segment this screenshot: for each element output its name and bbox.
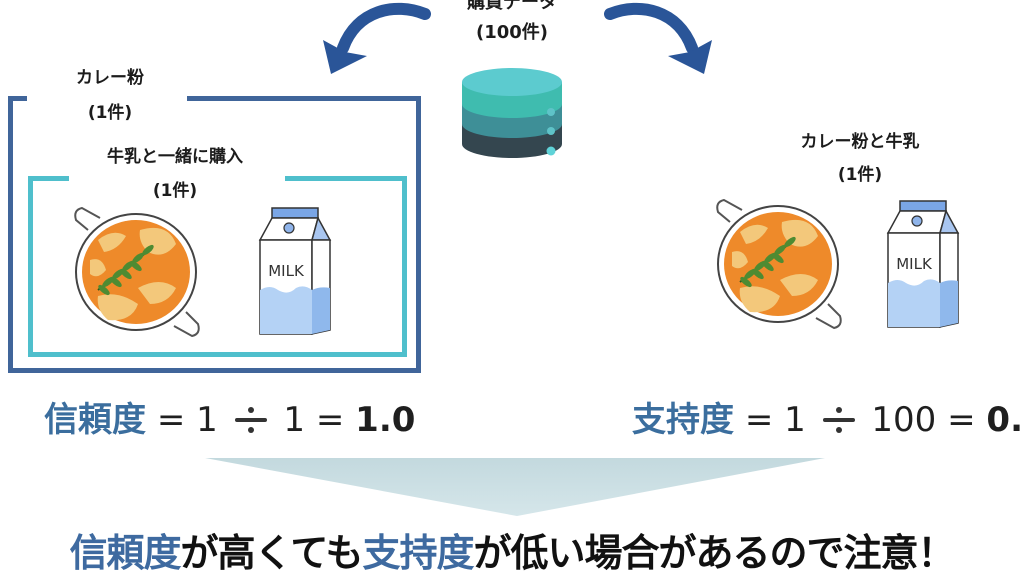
- equals-sign: =: [947, 400, 976, 440]
- conclusion-caution: が低い場合があるので注意！: [473, 531, 955, 575]
- outer-box-top-edge: [187, 96, 421, 101]
- source-title: 購買データ: [467, 0, 557, 13]
- divide-icon: [233, 407, 269, 433]
- conclusion-confidence: 信頼度: [69, 531, 181, 575]
- right-count: (1件): [837, 165, 883, 185]
- equals-sign: =: [744, 400, 774, 440]
- support-formula: 支持度 = 1 100 = 0.01: [632, 400, 1024, 440]
- source-count: (100件): [475, 22, 549, 43]
- conclusion-support: 支持度: [362, 531, 474, 575]
- confidence-result: 1.0: [355, 400, 416, 440]
- right-label: カレー粉と牛乳: [800, 132, 920, 152]
- conclusion-text: 信頼度が高くても支持度が低い場合があるので注意！: [0, 530, 1024, 576]
- support-result: 0.01: [986, 400, 1024, 440]
- confidence-term: 信頼度: [44, 400, 146, 440]
- milk-label: MILK: [896, 255, 933, 273]
- down-arrow-icon: [205, 458, 825, 516]
- inner-box-top-edge: [285, 176, 402, 181]
- confidence-formula: 信頼度 = 1 1 = 1.0: [44, 400, 415, 440]
- inner-count: (1件): [152, 181, 198, 201]
- milk-carton-icon: MILK: [886, 200, 960, 328]
- with-milk-inner-box: [28, 176, 407, 357]
- milk-carton-icon: MILK: [258, 207, 332, 335]
- outer-box-top-edge: [8, 96, 27, 101]
- arrow-left-curved-icon: [323, 2, 431, 74]
- curry-powder-outer-box: [8, 96, 421, 373]
- divide-icon: [821, 407, 857, 433]
- inner-label: 牛乳と一緒に購入: [107, 147, 243, 167]
- outer-count: (1件): [87, 103, 133, 123]
- numerator: 1: [784, 400, 806, 440]
- arrow-right-curved-icon: [604, 2, 712, 74]
- equals-sign: =: [315, 400, 345, 440]
- conclusion-high: が高くても: [180, 531, 364, 575]
- outer-label: カレー粉: [76, 68, 144, 88]
- curry-pot-icon: [74, 206, 200, 338]
- numerator: 1: [196, 400, 218, 440]
- inner-box-top-edge: [28, 176, 69, 181]
- milk-label: MILK: [268, 262, 305, 280]
- curry-pot-icon: [716, 198, 842, 330]
- denominator: 100: [871, 400, 937, 440]
- denominator: 1: [283, 400, 306, 440]
- equals-sign: =: [156, 400, 186, 440]
- database-icon: [462, 68, 562, 158]
- support-term: 支持度: [632, 400, 734, 440]
